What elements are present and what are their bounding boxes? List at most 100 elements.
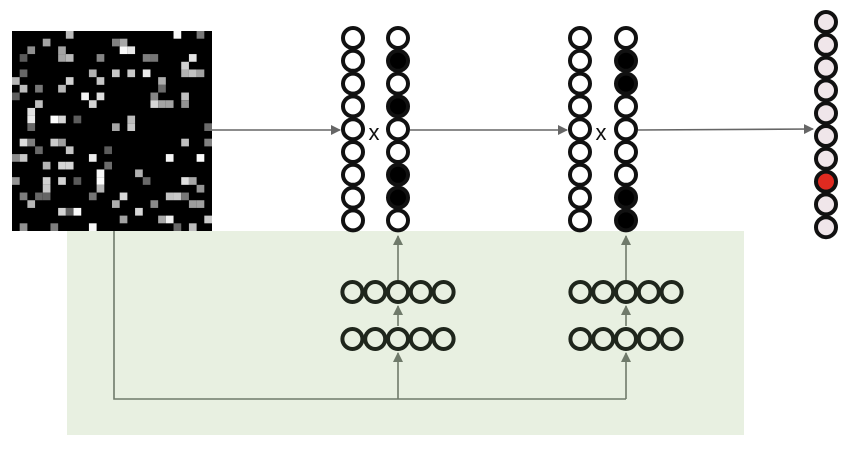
input-pixel — [165, 100, 174, 108]
output-unit — [814, 146, 838, 171]
input-pixel — [96, 54, 105, 62]
hidden-unit — [568, 162, 592, 187]
input-pixel — [58, 84, 66, 93]
multiply-operator: x — [596, 120, 607, 145]
input-pixel — [12, 177, 20, 185]
multiply-operator: x — [369, 120, 380, 145]
mask-unit-off — [386, 208, 410, 233]
input-pixel — [104, 146, 112, 155]
output-unit — [814, 215, 838, 240]
input-pixel — [73, 177, 82, 185]
input-pixel — [19, 54, 28, 62]
input-pixel — [135, 207, 143, 216]
input-pixel — [58, 115, 66, 124]
hidden-unit — [568, 26, 592, 50]
input-pixel — [165, 192, 174, 201]
input-pixel — [104, 161, 112, 170]
input-pixel — [150, 200, 159, 208]
input-pixel — [35, 100, 43, 108]
output-unit — [814, 10, 838, 34]
input-pixel — [42, 184, 51, 193]
input-pixel — [188, 177, 197, 185]
input-pixel — [158, 84, 166, 93]
input-pixel — [204, 138, 212, 147]
gate-unit — [614, 280, 638, 304]
input-pixel — [65, 31, 74, 39]
input-pixel — [88, 100, 97, 108]
input-pixel — [19, 154, 28, 162]
gate-input-bus — [113, 231, 626, 400]
input-pixel — [58, 46, 66, 55]
input-pixel — [112, 123, 120, 131]
mask-unit-on — [614, 208, 638, 233]
input-pixel — [150, 92, 159, 101]
input-pixel — [35, 192, 43, 201]
input-pixel — [12, 154, 20, 162]
input-pixel — [27, 200, 36, 208]
input-pixel — [181, 69, 189, 78]
input-pixel — [173, 223, 182, 231]
input-pixel — [158, 215, 166, 224]
input-pixel — [112, 38, 120, 47]
input-pixel — [27, 123, 36, 131]
output-unit — [814, 78, 838, 103]
input-pixel — [50, 115, 59, 124]
input-pixel — [35, 146, 43, 155]
hidden-unit — [568, 71, 592, 96]
gate-unit — [568, 280, 593, 304]
mask-unit-off — [614, 117, 638, 142]
input-pixel — [127, 115, 136, 124]
output-unit-active — [814, 169, 838, 194]
input-pixel — [96, 77, 105, 85]
input-pixel — [181, 100, 189, 108]
input-pixel — [96, 184, 105, 193]
input-pixel — [19, 69, 28, 78]
input-pixel — [42, 177, 51, 185]
input-pixel — [173, 192, 182, 201]
input-pixel — [65, 54, 74, 62]
gate-unit — [659, 327, 684, 351]
hidden-unit — [341, 26, 365, 50]
hidden-unit — [568, 117, 592, 142]
input-pixel — [119, 192, 128, 201]
input-pixel — [135, 169, 143, 178]
mask-unit-off — [386, 117, 410, 142]
input-pixel — [88, 192, 97, 201]
gate-unit — [636, 280, 661, 304]
input-pixel — [196, 31, 205, 39]
mask-unit-off — [386, 26, 410, 50]
mask-unit-off — [614, 162, 638, 187]
input-pixel — [73, 115, 82, 124]
input-pixel — [35, 84, 43, 93]
gate-unit — [408, 327, 433, 351]
gate-unit — [363, 280, 388, 304]
input-image — [12, 31, 212, 231]
input-pixel — [204, 123, 212, 131]
input-pixel — [42, 38, 51, 47]
input-pixel — [58, 138, 66, 147]
input-pixel — [127, 69, 136, 78]
hidden-unit — [568, 140, 592, 164]
gating-networks — [340, 280, 684, 351]
input-pixel — [188, 223, 197, 231]
mask-unit-off — [386, 71, 410, 96]
hidden-unit — [568, 185, 592, 210]
gate-unit — [431, 327, 456, 351]
input-pixel — [181, 61, 189, 70]
mask-unit-off — [614, 140, 638, 164]
gate-unit — [614, 327, 638, 351]
input-pixel — [150, 54, 159, 62]
input-pixel — [196, 200, 205, 208]
input-pixel — [112, 200, 120, 208]
input-pixel — [181, 192, 189, 201]
input-pixel — [158, 77, 166, 85]
output-unit — [814, 32, 838, 57]
gate-unit — [386, 280, 410, 304]
input-pixel — [204, 215, 212, 224]
input-pixel — [65, 146, 74, 155]
output-layer — [814, 10, 838, 240]
hidden-unit — [341, 162, 365, 187]
input-pixel — [142, 54, 151, 62]
